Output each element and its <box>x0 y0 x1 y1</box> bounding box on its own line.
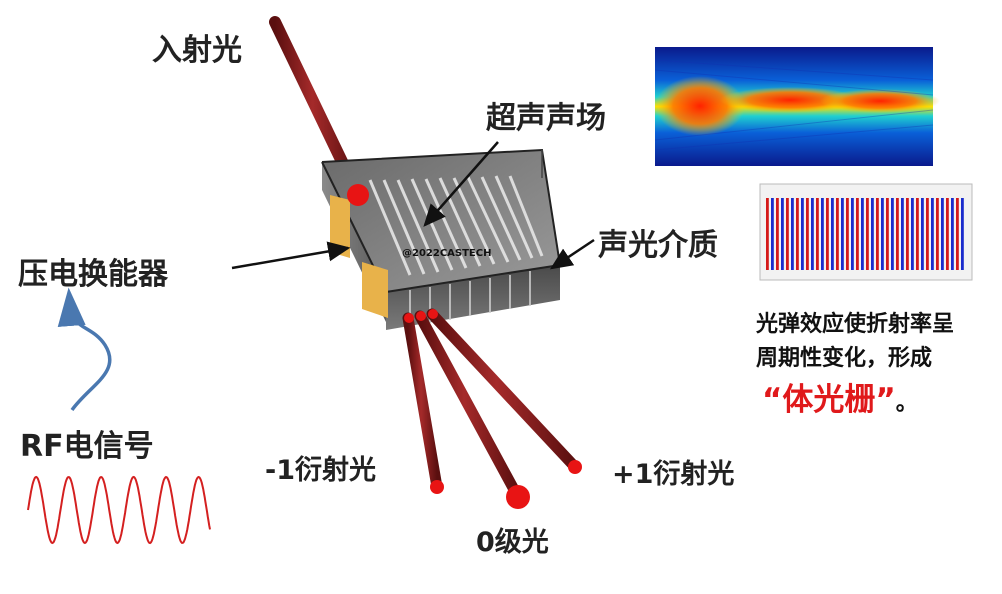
minus-first-order-dot <box>430 480 444 494</box>
grating-stripe <box>781 198 784 270</box>
grating-stripe <box>891 198 894 270</box>
grating-stripe <box>876 198 879 270</box>
zero-order-label: 0级光 <box>476 527 549 558</box>
minus-first-order-beam <box>402 312 443 493</box>
grating-stripe <box>856 198 859 270</box>
acoustic-grating-planes <box>368 175 544 276</box>
grating-word: 体光栅 <box>782 382 876 418</box>
ultrasonic-field-image <box>654 47 940 166</box>
grating-stripe <box>801 198 804 270</box>
grating-stripe <box>866 198 869 270</box>
grating-open-quote: “ <box>762 382 783 418</box>
grating-stripe <box>766 198 769 270</box>
grating-stripe <box>946 198 949 270</box>
grating-stripe <box>881 198 884 270</box>
grating-stripe <box>926 198 929 270</box>
grating-stripe <box>936 198 939 270</box>
grating-stripe <box>811 198 814 270</box>
transducer-plate-lower <box>362 262 388 318</box>
grating-stripe <box>896 198 899 270</box>
grating-stripe <box>796 198 799 270</box>
grating-stripe <box>941 198 944 270</box>
grating-stripe <box>916 198 919 270</box>
plus-first-order-label: +1衍射光 <box>612 459 735 490</box>
medium-pointer <box>549 238 595 270</box>
incident-light-label: 入射光 <box>152 33 242 68</box>
grating-stripe <box>821 198 824 270</box>
zero-order-dot <box>506 485 530 509</box>
grating-close-quote: ” <box>875 382 896 418</box>
grating-stripe <box>911 198 914 270</box>
transducer-pointer <box>231 241 351 270</box>
grating-stripe <box>951 198 954 270</box>
volume-grating-image <box>759 183 973 281</box>
grating-stripe <box>871 198 874 270</box>
grating-stripe <box>846 198 849 270</box>
grating-stripe <box>931 198 934 270</box>
medium-label: 声光介质 <box>598 228 718 263</box>
curved-up-arrow-icon <box>57 287 112 412</box>
grating-stripe <box>776 198 779 270</box>
ultrasonic-field-pointer <box>423 141 499 227</box>
grating-stripe <box>791 198 794 270</box>
grating-stripe <box>831 198 834 270</box>
note-line-1: 光弹效应使折射率呈 <box>756 312 955 337</box>
grating-stripe <box>906 198 909 270</box>
incident-entry-dot <box>347 184 369 206</box>
volume-grating-phrase: “体光栅”。 <box>762 374 918 419</box>
grating-stripe <box>961 198 964 270</box>
grating-stripe <box>816 198 819 270</box>
sine-wave-icon <box>27 475 211 545</box>
grating-stripe <box>886 198 889 270</box>
grating-stripe <box>771 198 774 270</box>
grating-stripe <box>901 198 904 270</box>
minus-first-order-label: -1衍射光 <box>265 455 376 486</box>
ultrasonic-field-label: 超声声场 <box>486 101 606 136</box>
acousto-optic-medium <box>321 148 562 330</box>
grating-stripe <box>806 198 809 270</box>
grating-stripe <box>861 198 864 270</box>
watermark: @2022CASTECH <box>402 248 492 259</box>
grating-stripe <box>851 198 854 270</box>
rf-sine-path <box>27 475 211 545</box>
transducer-label: 压电换能器 <box>18 257 168 292</box>
grating-stripe <box>826 198 829 270</box>
zero-order-beam <box>414 310 524 503</box>
note-line-2: 周期性变化，形成 <box>756 346 933 371</box>
grating-stripe <box>921 198 924 270</box>
grating-period: 。 <box>895 391 918 416</box>
plus-first-order-beam <box>426 308 581 473</box>
grating-stripe <box>956 198 959 270</box>
grating-stripe <box>836 198 839 270</box>
rf-signal-label: RF电信号 <box>20 429 154 464</box>
grating-stripe <box>841 198 844 270</box>
grating-stripe <box>786 198 789 270</box>
plus-first-order-dot <box>568 460 582 474</box>
